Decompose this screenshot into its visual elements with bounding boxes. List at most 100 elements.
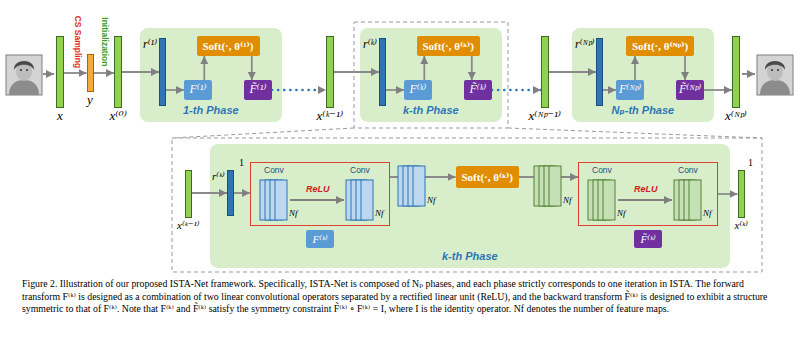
flow-arrow bbox=[603, 89, 616, 91]
flow-arrow bbox=[234, 192, 250, 194]
zoom-frame bbox=[354, 22, 508, 128]
node-label: Soft(·, θ⁽ᴺᵖ⁾) bbox=[632, 40, 688, 53]
bar-shape bbox=[159, 38, 166, 106]
residual-bar: r⁽ᵏ⁾ bbox=[363, 38, 386, 106]
node-label: F⁽ᵏ⁾ bbox=[313, 233, 328, 246]
feature-map-stack bbox=[260, 180, 287, 220]
channel-label: Nf bbox=[427, 195, 436, 205]
flow-arrow bbox=[203, 56, 205, 80]
output-arrow bbox=[742, 73, 755, 75]
transform-box: F̃⁽ᵏ⁾ bbox=[634, 230, 662, 248]
phase-block: k-th Phase r⁽ᵏ⁾ Soft(·, θ⁽ᵏ⁾) F⁽ᵏ⁾ F̃⁽ᵏ⁾ bbox=[360, 28, 502, 122]
flow-arrow bbox=[192, 192, 228, 194]
soft-threshold-box: Soft(·, θ⁽ᵏ⁾) bbox=[456, 166, 519, 188]
dotted-connector bbox=[492, 89, 541, 92]
node-label: r⁽¹⁾ bbox=[143, 38, 157, 52]
phase-block: 1-th Phaser⁽¹⁾Soft(·, θ⁽¹⁾)F⁽¹⁾F̃⁽¹⁾ bbox=[140, 28, 282, 122]
step-label: Initialization bbox=[99, 17, 109, 66]
transform-box: F⁽ᴺᵖ⁾ bbox=[616, 80, 644, 100]
node-label: Conv bbox=[592, 166, 612, 176]
node-label: x⁽ᵏ⁻¹⁾ bbox=[317, 109, 344, 124]
node-label: Soft(·, θ⁽ᵏ⁾) bbox=[462, 171, 513, 184]
channel-label: Nf bbox=[703, 208, 712, 218]
soft-threshold-box: Soft(·, θ⁽ᵏ⁾) bbox=[417, 36, 480, 56]
flow-arrow bbox=[423, 56, 425, 80]
node-label: r⁽ᵏ⁾ bbox=[212, 170, 225, 183]
bar-shape bbox=[114, 36, 122, 108]
zoom-guide bbox=[508, 128, 762, 138]
transform-box: F̃⁽ᴺᵖ⁾ bbox=[676, 80, 704, 100]
node-label: F̃⁽ᴺᵖ⁾ bbox=[679, 83, 701, 97]
flow-arrow bbox=[251, 56, 253, 80]
soft-threshold-box: Soft(·, θ⁽¹⁾) bbox=[197, 36, 260, 56]
flow-arrow bbox=[386, 89, 404, 91]
node-label: F⁽ᵏ⁾ bbox=[410, 83, 427, 97]
conv-module: ConvReLUConv bbox=[578, 162, 718, 226]
relu-arrow bbox=[618, 199, 672, 201]
bar-shape bbox=[596, 38, 603, 106]
node-label: x⁽ᴺᵖ⁾ bbox=[725, 109, 747, 124]
flow-arrow bbox=[549, 71, 596, 73]
transform-box: F⁽ᵏ⁾ bbox=[404, 80, 432, 100]
flow-arrow bbox=[519, 176, 579, 178]
flow-arrow bbox=[64, 72, 87, 74]
transform-box: F̃⁽¹⁾ bbox=[244, 80, 272, 100]
node-label: F̃⁽ᵏ⁾ bbox=[641, 233, 656, 246]
bar-shape bbox=[379, 38, 386, 106]
transform-box: F̃⁽ᵏ⁾ bbox=[464, 80, 492, 100]
transform-box: F⁽¹⁾ bbox=[184, 80, 212, 100]
bar-shape bbox=[326, 36, 334, 108]
flow-arrow bbox=[718, 193, 738, 195]
dimension-label: 1 bbox=[748, 157, 753, 169]
channel-label: Nf bbox=[289, 208, 298, 218]
soft-threshold-box: Soft(·, θ⁽ᴺᵖ⁾) bbox=[626, 36, 694, 56]
signal-bar: x⁽ᵏ⁾ bbox=[734, 170, 749, 232]
bar-shape bbox=[87, 54, 94, 92]
flow-arrow bbox=[471, 56, 473, 80]
node-label: F⁽ᴺᵖ⁾ bbox=[619, 83, 641, 97]
feature-map-stack bbox=[346, 180, 373, 220]
node-label: k-th Phase bbox=[403, 104, 459, 117]
signal-bar: y bbox=[86, 54, 95, 108]
signal-bar: x⁽ᵏ⁻¹⁾ bbox=[316, 36, 345, 124]
signal-bar: x⁽ᴺᵖ⁾ bbox=[724, 36, 748, 124]
node-label: x⁽ᵏ⁻¹⁾ bbox=[177, 219, 199, 232]
zoom-detail-frame bbox=[172, 138, 762, 272]
flow-arrow bbox=[684, 56, 686, 80]
bar-shape bbox=[541, 36, 549, 108]
node-label: Nₚ-th Phase bbox=[612, 104, 675, 117]
feature-map-stack bbox=[534, 166, 561, 206]
residual-bar: r⁽ᴺᵖ⁾ bbox=[575, 38, 603, 106]
residual-bar: r⁽ᵏ⁾ bbox=[212, 170, 234, 216]
bar-shape bbox=[227, 170, 234, 216]
signal-bar: x bbox=[55, 36, 65, 124]
flow-arrow bbox=[704, 89, 732, 91]
feature-map-stack bbox=[588, 180, 615, 220]
node-label: Soft(·, θ⁽ᵏ⁾) bbox=[423, 40, 474, 53]
flow-arrow bbox=[634, 56, 636, 80]
bar-shape bbox=[185, 170, 192, 218]
feature-map-stack bbox=[674, 180, 701, 220]
channel-label: Nf bbox=[563, 195, 572, 205]
flow-arrow bbox=[334, 71, 379, 73]
node-label: r⁽ᴺᵖ⁾ bbox=[575, 38, 594, 52]
residual-bar: r⁽¹⁾ bbox=[143, 38, 166, 106]
dotted-connector bbox=[272, 89, 326, 92]
signal-bar: x⁽ᵏ⁻¹⁾ bbox=[176, 170, 200, 232]
output-image bbox=[757, 55, 793, 95]
input-image bbox=[6, 55, 42, 95]
node-label: r⁽ᵏ⁾ bbox=[363, 38, 377, 52]
signal-bar: x⁽ᴺᵖ⁻¹⁾ bbox=[528, 36, 563, 124]
bar-shape bbox=[56, 36, 64, 108]
node-label: ReLU bbox=[306, 184, 330, 194]
input-arrow bbox=[43, 73, 54, 75]
node-label: x⁽⁰⁾ bbox=[110, 109, 127, 124]
node-label: x⁽ᵏ⁾ bbox=[735, 219, 748, 232]
node-label: y bbox=[87, 93, 93, 108]
node-label: F̃⁽ᵏ⁾ bbox=[470, 83, 487, 97]
node-label: k-th Phase bbox=[442, 250, 498, 263]
node-label: Conv bbox=[264, 166, 284, 176]
flow-arrow bbox=[94, 72, 115, 74]
flow-arrow bbox=[390, 176, 456, 178]
